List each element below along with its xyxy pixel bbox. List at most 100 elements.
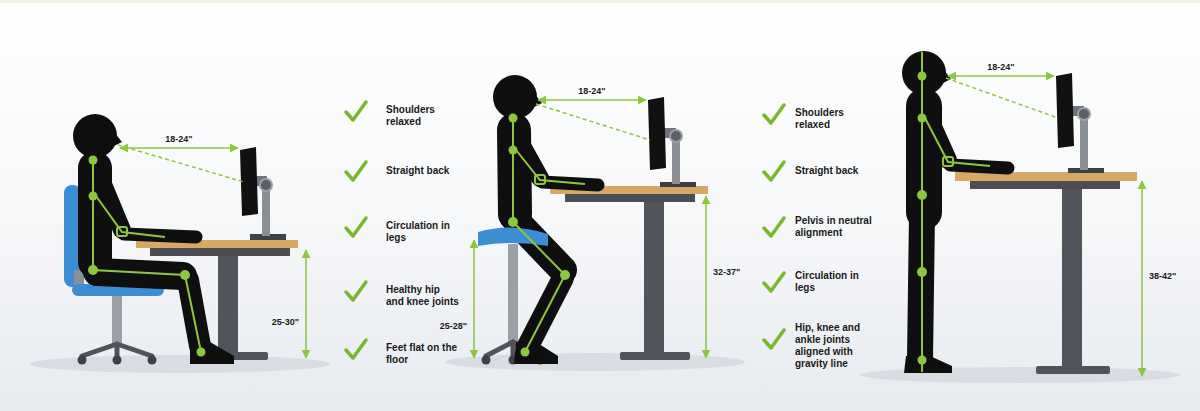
monitor bbox=[648, 97, 696, 187]
joint-dot bbox=[918, 356, 927, 365]
checklist-item: Healthy hip and knee joints bbox=[386, 284, 460, 308]
joint-dot bbox=[509, 146, 518, 155]
monitor-knob bbox=[670, 130, 682, 142]
dimension-line bbox=[705, 196, 707, 358]
checklist-item: Shoulders relaxed bbox=[795, 107, 875, 131]
joint-dot bbox=[918, 72, 927, 81]
desk-leg bbox=[218, 256, 238, 352]
dimension-line bbox=[305, 250, 307, 358]
checklist-item: Straight back bbox=[386, 165, 460, 177]
monitor bbox=[1056, 73, 1104, 173]
stool-wheel bbox=[482, 356, 491, 365]
checkmark bbox=[764, 105, 784, 123]
joint-dot bbox=[197, 348, 206, 357]
elbow-marker bbox=[535, 175, 545, 184]
dimension-label: 25-28" bbox=[438, 322, 469, 332]
upper-arm bbox=[930, 120, 948, 160]
desk-foot bbox=[620, 352, 690, 360]
dimension-label: 18-24" bbox=[163, 135, 194, 145]
checklist-item: Circulation in legs bbox=[386, 220, 460, 244]
checkmark bbox=[764, 218, 784, 236]
desk-leg bbox=[644, 202, 664, 352]
person-silhouette bbox=[920, 88, 1008, 360]
joint-dot bbox=[180, 270, 190, 280]
joint-dot bbox=[508, 217, 518, 227]
floor-shadow bbox=[30, 355, 330, 373]
checklist-item: Hip, knee and ankle joints aligned with … bbox=[795, 322, 875, 370]
checkmark bbox=[346, 162, 366, 180]
checkmark bbox=[346, 282, 366, 300]
stool-post bbox=[508, 244, 518, 342]
checklist-item: Straight back bbox=[795, 165, 875, 177]
stool-saddle bbox=[478, 227, 548, 246]
joint-dot bbox=[918, 114, 927, 123]
desk-rim bbox=[150, 248, 290, 256]
chair-wheel bbox=[113, 356, 122, 365]
monitor-knob bbox=[1078, 108, 1090, 120]
desk bbox=[955, 172, 1137, 374]
joint-dot bbox=[560, 270, 570, 280]
joint-dot bbox=[88, 265, 98, 275]
dimension-line bbox=[120, 147, 238, 149]
skeleton-line bbox=[516, 150, 585, 184]
checkmark bbox=[764, 273, 784, 291]
desk-rim bbox=[565, 194, 695, 202]
joint-dot bbox=[521, 348, 530, 357]
joint-dot bbox=[89, 192, 98, 201]
dimension-label: 18-24" bbox=[985, 63, 1016, 73]
joint-dot bbox=[509, 114, 518, 123]
nose bbox=[114, 132, 122, 146]
desk-rim bbox=[970, 181, 1120, 189]
top-band bbox=[0, 0, 1200, 3]
head bbox=[493, 75, 537, 119]
checklist-item: Pelvis in neutral alignment bbox=[795, 215, 875, 239]
skeleton-line bbox=[925, 118, 990, 166]
chair-wheel bbox=[78, 356, 87, 365]
desk-leg bbox=[1062, 189, 1082, 366]
dimension-label: 18-24" bbox=[576, 87, 607, 97]
elbow-marker bbox=[117, 227, 127, 236]
sight-line bbox=[946, 78, 1058, 118]
monitor-screen bbox=[648, 97, 666, 170]
dimension-label: 32-37" bbox=[711, 268, 742, 278]
joint-dot bbox=[917, 190, 927, 200]
joint-dot bbox=[89, 156, 98, 165]
chair-base bbox=[82, 344, 152, 356]
skeleton-line bbox=[96, 196, 165, 237]
upper-arm bbox=[102, 182, 122, 230]
checklist-item: Shoulders relaxed bbox=[386, 104, 460, 128]
dimension-label: 25-30" bbox=[270, 318, 301, 328]
checkmark bbox=[346, 218, 366, 236]
checklist-item: Circulation in legs bbox=[795, 270, 875, 294]
checkmark bbox=[346, 340, 366, 358]
monitor-knob bbox=[260, 179, 272, 191]
dimension-line bbox=[538, 99, 646, 101]
chair-wheel bbox=[148, 356, 157, 365]
checkmark-column bbox=[346, 102, 366, 358]
foot bbox=[904, 356, 952, 373]
desk-foot bbox=[1036, 366, 1110, 374]
dimension-line bbox=[1141, 181, 1143, 376]
monitor-screen bbox=[1056, 73, 1074, 148]
posture-skeleton bbox=[88, 156, 206, 357]
dimension-label: 38-42" bbox=[1147, 272, 1178, 282]
foot bbox=[190, 342, 234, 364]
dimension-line bbox=[473, 240, 475, 358]
desk-top bbox=[955, 172, 1137, 181]
head bbox=[73, 114, 117, 158]
sight-line bbox=[118, 145, 244, 182]
skeleton-line bbox=[513, 118, 565, 352]
checklist-item: Feet flat on the floor bbox=[386, 342, 460, 366]
joint-dot bbox=[917, 267, 927, 277]
foot bbox=[514, 342, 558, 364]
person-silhouette bbox=[95, 150, 200, 346]
sight-line bbox=[536, 104, 650, 140]
gravity-line bbox=[921, 52, 923, 372]
chair-post bbox=[112, 296, 122, 344]
posture-skeleton bbox=[917, 52, 990, 372]
checkmark bbox=[764, 162, 784, 180]
skeleton-line bbox=[93, 160, 201, 352]
checkmark-column bbox=[764, 105, 784, 348]
